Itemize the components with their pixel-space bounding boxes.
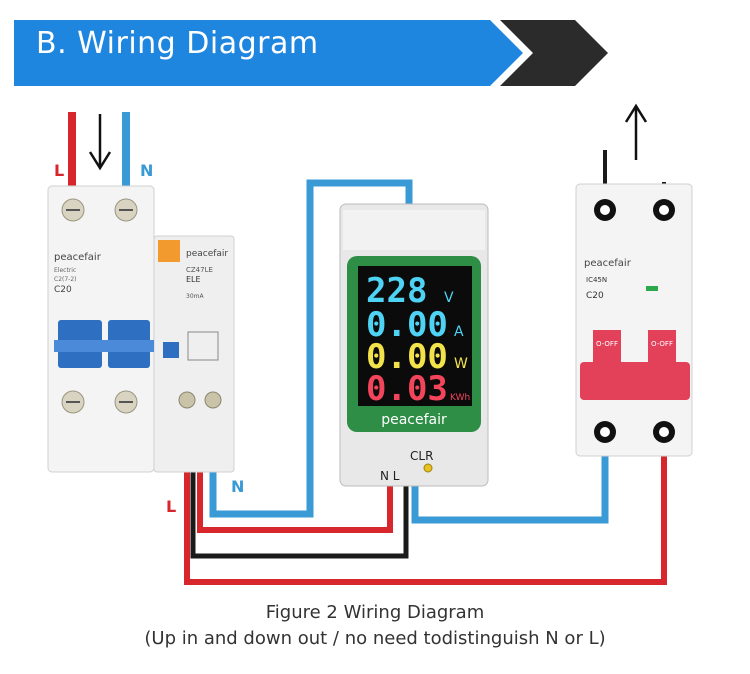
clr-button[interactable]	[423, 463, 433, 473]
meter-current-value: 0.00	[366, 305, 448, 345]
svg-text:Electric: Electric	[54, 267, 76, 274]
meter-voltage-unit: V	[444, 290, 454, 306]
figure-subcaption: (Up in and down out / no need todistingu…	[144, 628, 606, 649]
header-arrow	[500, 20, 608, 86]
display-screen	[358, 266, 472, 406]
svg-text:CZ47LE: CZ47LE	[186, 266, 213, 274]
meter-terminal-label: N L	[380, 469, 400, 483]
svg-text:C20: C20	[54, 285, 72, 295]
svg-text:30mA: 30mA	[186, 293, 204, 300]
energy-meter: 228 V 0.00 A 0.00 W 0.03 KWh peacefair C…	[339, 203, 489, 487]
meter-energy-value: 0.03	[366, 369, 448, 409]
meter-voltage-value: 228	[366, 271, 427, 311]
header-banner	[14, 20, 608, 86]
right-breaker-rating: C20	[586, 291, 604, 301]
black-wire	[190, 400, 409, 559]
breaker-switch	[580, 362, 690, 400]
bottom-live-label: L	[166, 497, 176, 516]
switch-right-label: O-OFF	[651, 340, 673, 348]
right-breaker-brand: peacefair	[584, 258, 632, 269]
terminal-screw	[178, 391, 196, 409]
right-breaker: peacefair IC45N C20 O-OFF O-OFF	[575, 183, 693, 457]
clr-label: CLR	[410, 449, 433, 463]
input-neutral-label: N	[140, 161, 153, 180]
switch-left-label: O-OFF	[596, 340, 618, 348]
output-arrow-head	[624, 103, 648, 123]
left-breaker-brand: peacefair	[54, 252, 102, 263]
meter-current-unit: A	[454, 324, 464, 340]
header-bar	[14, 20, 523, 86]
meter-brand: peacefair	[381, 412, 447, 428]
terminal-screw	[204, 391, 222, 409]
meter-power-unit: W	[454, 356, 468, 372]
svg-text:ELE: ELE	[186, 275, 201, 284]
input-arrow-head	[88, 151, 112, 171]
bottom-neutral-label: N	[231, 477, 244, 496]
figure-caption: Figure 2 Wiring Diagram	[265, 602, 485, 623]
neutral-wire-out	[411, 432, 609, 524]
neutral-wire-meter	[209, 179, 413, 518]
meter-power-value: 0.00	[366, 337, 448, 377]
svg-text:C2(7-2): C2(7-2)	[54, 276, 77, 283]
left-breaker: peacefair Electric C2(7-2) C20 peacefair…	[47, 185, 235, 473]
right-breaker-model: IC45N	[586, 276, 607, 284]
page-title: B. Wiring Diagram	[36, 26, 319, 61]
meter-energy-unit: KWh	[450, 393, 470, 403]
status-indicator	[646, 286, 658, 291]
input-live-label: L	[54, 161, 64, 180]
live-wire-outer	[184, 400, 667, 585]
rcd-brand: peacefair	[186, 249, 228, 259]
test-button	[163, 342, 179, 358]
